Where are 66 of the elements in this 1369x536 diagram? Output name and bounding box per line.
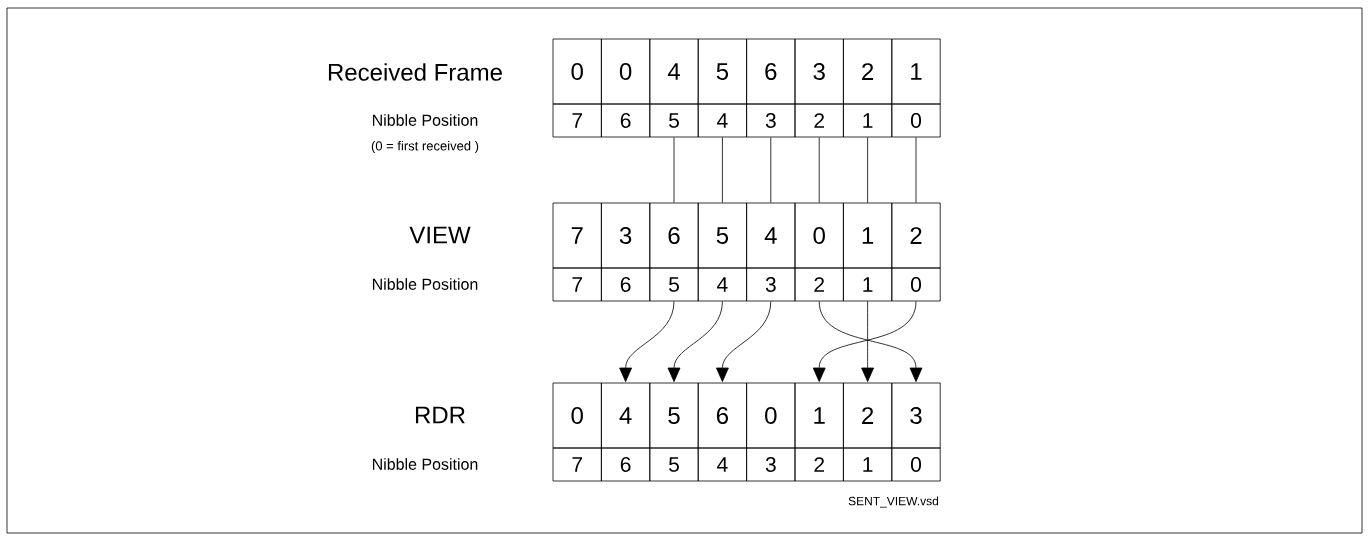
value-cell: 2: [843, 38, 893, 105]
value-cell: 3: [891, 382, 941, 449]
value-cell: 7: [552, 202, 602, 269]
value-cell: 1: [794, 382, 844, 449]
arrow: [716, 301, 772, 382]
row-title: Received Frame: [328, 63, 502, 81]
arrow: [619, 301, 675, 382]
value-cell: 3: [794, 38, 844, 105]
arrow: [667, 301, 723, 382]
value-cell: 0: [746, 382, 796, 449]
connector-line: [867, 137, 868, 203]
value-cell: 6: [746, 38, 796, 105]
position-cell: 1: [843, 447, 893, 482]
row-caption: Nibble Position: [372, 458, 478, 470]
value-cell: 6: [649, 202, 699, 269]
position-cell: 3: [746, 447, 796, 482]
connector-line: [722, 137, 723, 203]
value-cell: 5: [649, 382, 699, 449]
position-cell: 0: [891, 267, 941, 302]
file-name: SENT_VIEW.vsd: [848, 496, 939, 508]
connector-line: [673, 137, 675, 203]
value-cell: 0: [601, 38, 651, 105]
value-cell: 2: [891, 202, 941, 269]
value-cell: 4: [746, 202, 796, 269]
value-cell: 4: [649, 38, 699, 105]
row-title: RDR: [416, 406, 465, 424]
value-cell: 3: [601, 202, 651, 269]
value-cell: 1: [843, 202, 893, 269]
position-cell: 2: [794, 267, 844, 302]
position-cell: 5: [649, 267, 699, 302]
value-cell: 0: [794, 202, 844, 269]
connector-line: [818, 137, 820, 203]
position-cell: 6: [601, 267, 651, 302]
position-cell: 6: [601, 447, 651, 482]
position-cell: 0: [891, 103, 941, 138]
position-cell: 7: [552, 267, 602, 302]
value-cell: 1: [891, 38, 941, 105]
arrow: [861, 301, 874, 382]
position-cell: 2: [794, 447, 844, 482]
value-cell: 5: [697, 38, 747, 105]
note: (0 = first received ): [371, 140, 479, 154]
row-caption: Nibble Position: [372, 114, 478, 126]
position-cell: 7: [552, 447, 602, 482]
position-cell: 1: [843, 267, 893, 302]
position-cell: 3: [746, 267, 796, 302]
position-cell: 0: [891, 447, 941, 482]
connector-line: [770, 137, 772, 203]
position-cell: 4: [697, 447, 747, 482]
position-cell: 5: [649, 103, 699, 138]
position-cell: 4: [697, 103, 747, 138]
connector-line: [915, 137, 917, 203]
position-cell: 4: [697, 267, 747, 302]
value-cell: 2: [843, 382, 893, 449]
value-cell: 0: [552, 38, 602, 105]
position-cell: 2: [794, 103, 844, 138]
value-cell: 0: [552, 382, 602, 449]
position-cell: 5: [649, 447, 699, 482]
value-cell: 5: [697, 202, 747, 269]
row-caption: Nibble Position: [372, 278, 478, 290]
row-title: VIEW: [409, 226, 471, 244]
position-cell: 1: [843, 103, 893, 138]
value-cell: 4: [601, 382, 651, 449]
position-cell: 6: [601, 103, 651, 138]
value-cell: 6: [697, 382, 747, 449]
position-cell: 7: [552, 103, 602, 138]
position-cell: 3: [746, 103, 796, 138]
